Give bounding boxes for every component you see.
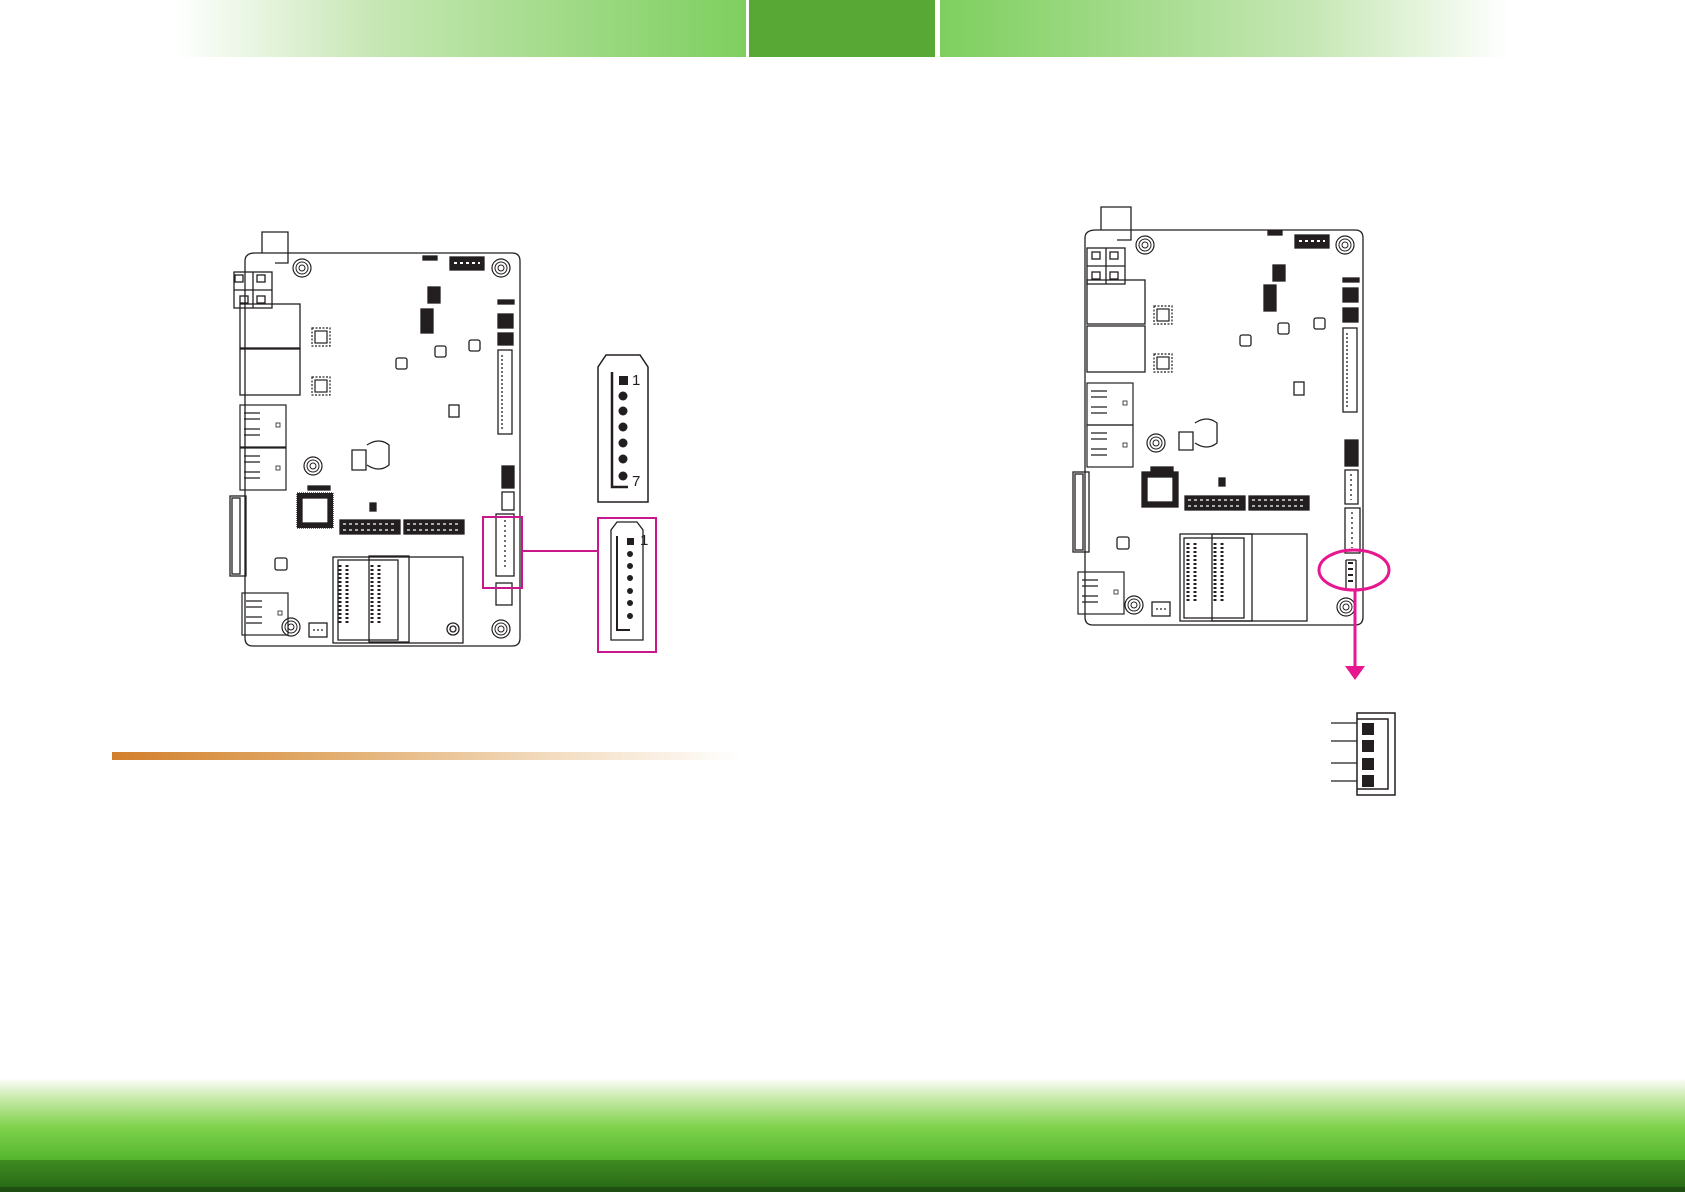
footer-gradient <box>0 1078 1685 1160</box>
right-connector-highlight <box>1319 550 1389 590</box>
connector-pin-diagram-highlighted: 1 <box>598 518 656 652</box>
right-board-drawing <box>1073 207 1363 625</box>
footer-bar <box>0 1160 1685 1187</box>
left-board-drawing <box>230 232 520 646</box>
section-divider <box>112 752 742 760</box>
footer-line <box>0 1187 1685 1192</box>
pin-label-first-small: 1 <box>640 532 648 549</box>
pin-label-last: 7 <box>632 473 640 490</box>
left-connector-highlight <box>483 517 522 588</box>
right-arrow-head <box>1345 666 1365 680</box>
pin-label-first: 1 <box>632 372 640 389</box>
connector-pin-diagram: 1 7 <box>598 355 648 502</box>
four-pin-header-diagram <box>1331 713 1395 795</box>
